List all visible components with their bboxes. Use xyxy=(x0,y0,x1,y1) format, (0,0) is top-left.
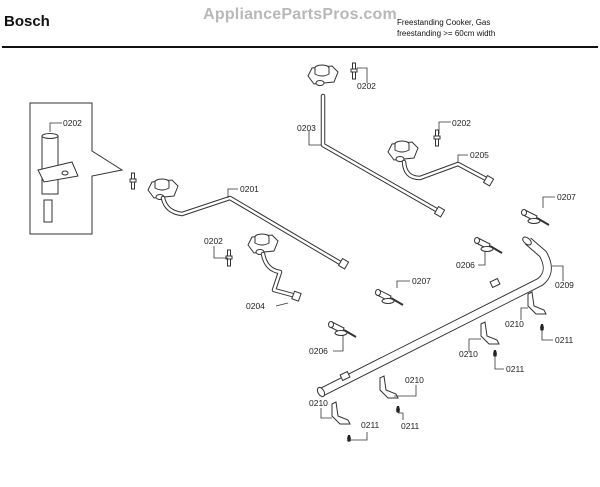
gas-rail: 0209 xyxy=(316,236,574,398)
label-0202-right: 0202 xyxy=(452,118,471,128)
burner-tap-left: 0201 xyxy=(129,172,350,270)
label-0202-middle: 0202 xyxy=(204,236,223,246)
label-0206-left: 0206 xyxy=(309,346,328,356)
burner-tap-middle: 0202 0204 xyxy=(204,233,302,311)
label-0209: 0209 xyxy=(555,280,574,290)
label-0206-right: 0206 xyxy=(456,260,475,270)
label-0203: 0203 xyxy=(297,123,316,133)
label-0207-right: 0207 xyxy=(557,192,576,202)
label-0210-a: 0210 xyxy=(505,319,524,329)
label-0210-b: 0210 xyxy=(459,349,478,359)
model-description-line2: freestanding >= 60cm width xyxy=(397,29,496,38)
header-divider xyxy=(2,46,598,48)
label-0210-d: 0210 xyxy=(309,398,328,408)
label-0210-c: 0210 xyxy=(405,375,424,385)
burner-tap-top: 0202 0203 xyxy=(297,62,446,218)
label-0211-d: 0211 xyxy=(361,420,380,430)
label-0202-detail: 0202 xyxy=(63,118,82,128)
brand-name: Bosch xyxy=(4,13,50,30)
watermark: AppliancePartsPros.com xyxy=(203,6,397,23)
burner-tap-right: 0202 0205 xyxy=(387,118,495,187)
label-0201: 0201 xyxy=(240,184,259,194)
label-0202-top: 0202 xyxy=(357,81,376,91)
detail-inset: 0202 xyxy=(29,102,124,235)
ignition-electrode-detail xyxy=(37,133,79,223)
label-0211-a: 0211 xyxy=(555,335,574,345)
label-0211-b: 0211 xyxy=(506,364,525,374)
label-0205: 0205 xyxy=(470,150,489,160)
model-description: Freestanding Cooker, Gas freestanding >=… xyxy=(397,17,495,39)
label-0211-c: 0211 xyxy=(401,421,420,431)
label-0204: 0204 xyxy=(246,301,265,311)
label-0207-left: 0207 xyxy=(412,276,431,286)
injector-parts: 0207 0206 0207 0206 xyxy=(309,192,576,356)
clip-parts: 0210 0211 0210 0211 0210 0211 0210 0211 xyxy=(309,291,574,442)
model-description-line1: Freestanding Cooker, Gas xyxy=(397,18,491,27)
